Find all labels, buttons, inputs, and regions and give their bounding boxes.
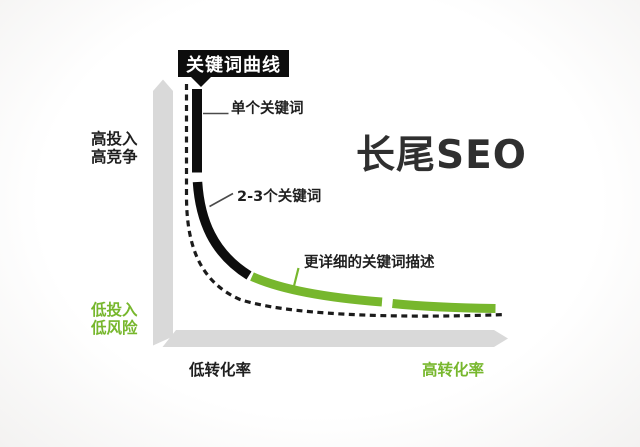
connector-detailed-description (291, 267, 300, 293)
dashed-guide-curve (184, 84, 507, 318)
headline-long-tail-seo: 长尾SEO (356, 133, 527, 178)
y-axis-label-top: 高投入 高竞争 (91, 130, 138, 166)
note-two-three-keywords: 2-3个关键词 (237, 189, 322, 205)
y-axis-bar (153, 79, 173, 346)
y-axis-label-bottom-line2: 低风险 (91, 318, 138, 337)
curve-segment-long-tail-1 (250, 272, 383, 307)
x-axis-bar (162, 330, 508, 347)
curve-segment-two-three-keywords (192, 181, 252, 280)
y-axis-label-top-line1: 高投入 (91, 130, 138, 148)
note-single-keyword: 单个关键词 (231, 101, 304, 117)
note-detailed-description: 更详细的关键词描述 (304, 255, 435, 271)
y-axis-label-top-line2: 高竞争 (91, 147, 138, 166)
y-axis-label-bottom: 低投入 低风险 (91, 301, 138, 337)
x-axis-label-left: 低转化率 (189, 361, 252, 379)
curve-segment-long-tail-2 (392, 299, 496, 313)
connector-two-three-keywords (209, 192, 234, 208)
curve-title-label: 关键词曲线 (186, 54, 281, 76)
y-axis-label-bottom-line1: 低投入 (91, 301, 138, 319)
callout-pointer (190, 76, 212, 87)
curve-title-callout: 关键词曲线 (178, 50, 289, 87)
x-axis-label-right: 高转化率 (422, 361, 485, 379)
